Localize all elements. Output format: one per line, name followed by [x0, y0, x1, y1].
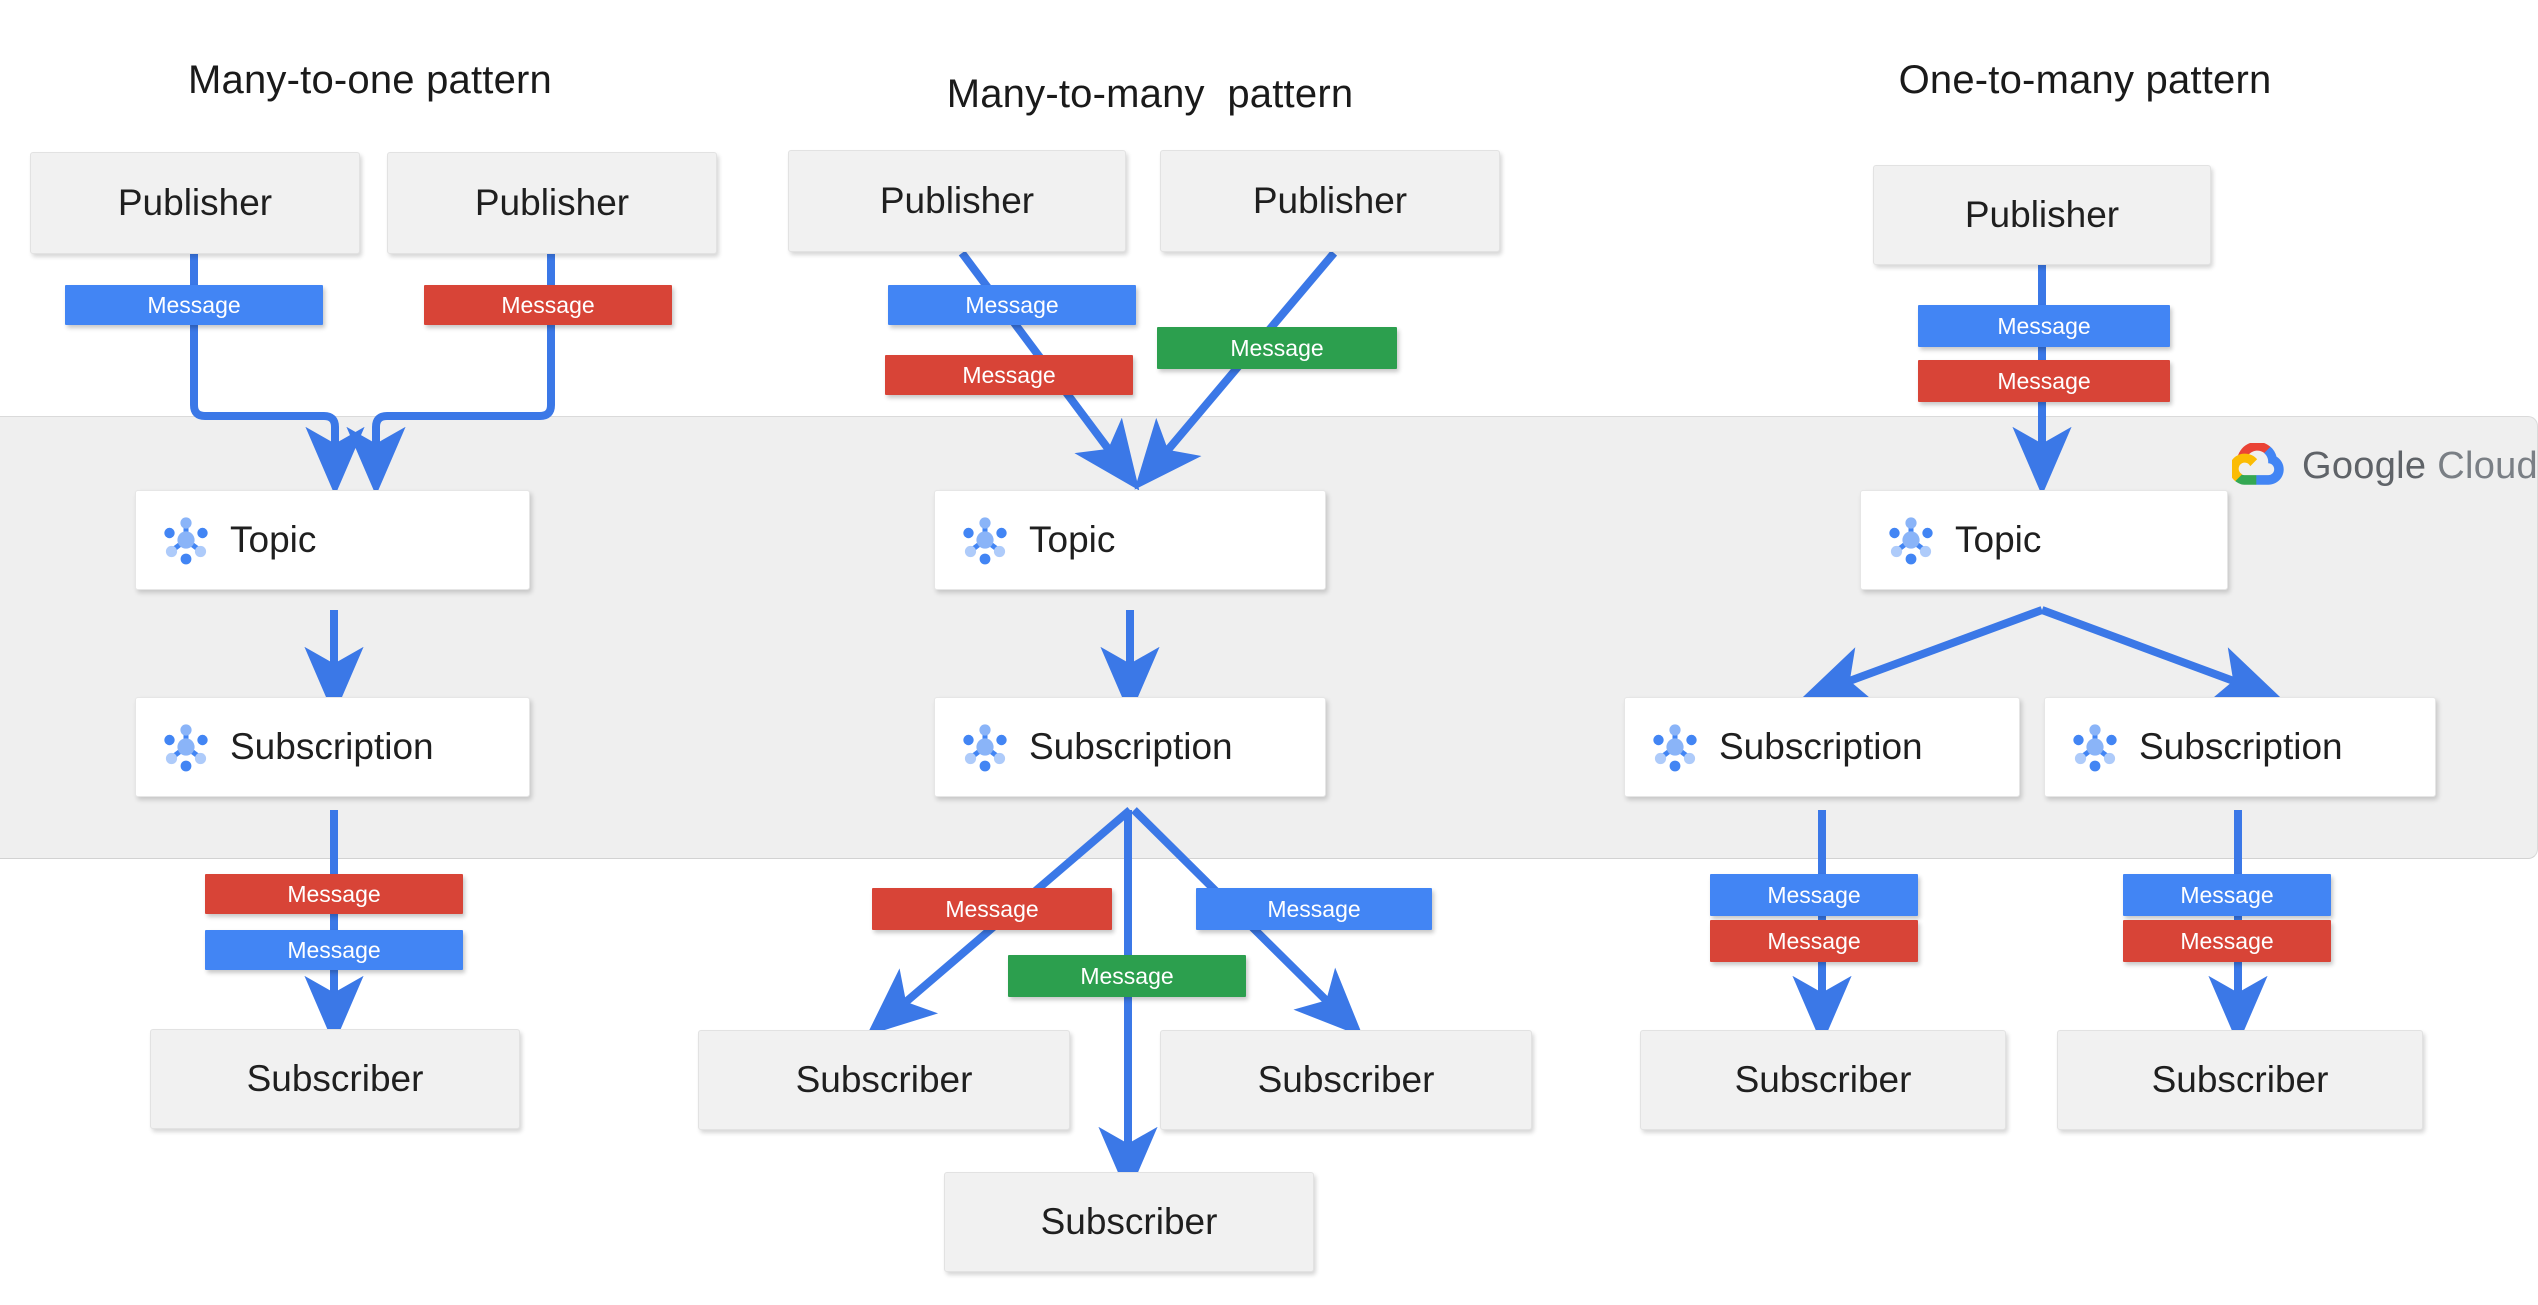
subscription-label: Subscription — [1029, 726, 1233, 767]
message-chip: Message — [1157, 327, 1397, 369]
topic-node[interactable]: Topic — [1860, 490, 2228, 590]
subscription-node[interactable]: Subscription — [1624, 697, 2020, 797]
subscriber-node[interactable]: Subscriber — [698, 1030, 1070, 1130]
subscriber-label: Subscriber — [1040, 1201, 1218, 1242]
subscriber-node[interactable]: Subscriber — [2057, 1030, 2423, 1130]
message-label: Message — [2180, 927, 2274, 954]
message-label: Message — [147, 291, 241, 318]
column-title-many-to-one: Many-to-one pattern — [188, 58, 552, 102]
publisher-node[interactable]: Publisher — [30, 152, 360, 254]
message-label: Message — [965, 291, 1059, 318]
subscription-node[interactable]: Subscription — [135, 697, 530, 797]
message-chip: Message — [65, 285, 323, 325]
pubsub-hub-icon — [2073, 724, 2117, 772]
brand-google: Google — [2302, 444, 2427, 487]
pubsub-hub-icon — [963, 517, 1007, 565]
subscription-label: Subscription — [1719, 726, 1923, 767]
publisher-node[interactable]: Publisher — [1160, 150, 1500, 252]
subscriber-label: Subscriber — [1257, 1059, 1435, 1100]
subscriber-node[interactable]: Subscriber — [150, 1029, 520, 1129]
message-label: Message — [962, 361, 1056, 388]
message-chip: Message — [205, 930, 463, 970]
message-label: Message — [1767, 881, 1861, 908]
message-label: Message — [1080, 962, 1174, 989]
topic-label: Topic — [230, 519, 317, 560]
pubsub-hub-icon — [164, 517, 208, 565]
message-chip: Message — [872, 888, 1112, 930]
message-label: Message — [2180, 881, 2274, 908]
column-title-one-to-many: One-to-many pattern — [1898, 58, 2272, 102]
subscriber-label: Subscriber — [246, 1058, 424, 1099]
message-chip: Message — [1196, 888, 1432, 930]
publisher-label: Publisher — [117, 182, 273, 223]
message-label: Message — [1230, 334, 1324, 361]
message-chip: Message — [1008, 955, 1246, 997]
publisher-node[interactable]: Publisher — [788, 150, 1126, 252]
message-label: Message — [1997, 367, 2091, 394]
message-label: Message — [1997, 312, 2091, 339]
brand-cloud: Cloud — [2437, 444, 2538, 487]
publisher-label: Publisher — [474, 182, 630, 223]
google-cloud-wordmark: Google Cloud — [2302, 445, 2538, 488]
pubsub-hub-icon — [1889, 517, 1933, 565]
google-cloud-logo: Google Cloud — [2232, 443, 2538, 489]
subscriber-label: Subscriber — [1734, 1059, 1912, 1100]
subscriber-node[interactable]: Subscriber — [1640, 1030, 2006, 1130]
pubsub-hub-icon — [963, 724, 1007, 772]
column-title-many-to-many: Many-to-many pattern — [946, 72, 1354, 116]
message-label: Message — [287, 936, 381, 963]
publisher-label: Publisher — [879, 180, 1035, 221]
message-label: Message — [501, 291, 595, 318]
message-chip: Message — [885, 355, 1133, 395]
message-label: Message — [1267, 895, 1361, 922]
message-chip: Message — [1918, 360, 2170, 402]
message-chip: Message — [888, 285, 1136, 325]
subscriber-node[interactable]: Subscriber — [944, 1172, 1314, 1272]
publisher-node[interactable]: Publisher — [387, 152, 717, 254]
subscription-node[interactable]: Subscription — [2044, 697, 2436, 797]
topic-label: Topic — [1029, 519, 1116, 560]
message-chip: Message — [1918, 305, 2170, 347]
message-chip: Message — [2123, 920, 2331, 962]
publisher-label: Publisher — [1964, 194, 2120, 235]
topic-label: Topic — [1955, 519, 2042, 560]
message-chip: Message — [205, 874, 463, 914]
subscription-label: Subscription — [230, 726, 434, 767]
message-label: Message — [287, 880, 381, 907]
topic-node[interactable]: Topic — [135, 490, 530, 590]
message-label: Message — [1767, 927, 1861, 954]
subscription-label: Subscription — [2139, 726, 2343, 767]
publisher-node[interactable]: Publisher — [1873, 165, 2211, 265]
publisher-label: Publisher — [1252, 180, 1408, 221]
pubsub-hub-icon — [164, 724, 208, 772]
pubsub-hub-icon — [1653, 724, 1697, 772]
message-chip: Message — [1710, 874, 1918, 916]
message-label: Message — [945, 895, 1039, 922]
subscription-node[interactable]: Subscription — [934, 697, 1326, 797]
google-cloud-cloud-icon — [2232, 443, 2284, 485]
message-chip: Message — [2123, 874, 2331, 916]
subscriber-label: Subscriber — [2151, 1059, 2329, 1100]
subscriber-node[interactable]: Subscriber — [1160, 1030, 1532, 1130]
message-chip: Message — [424, 285, 672, 325]
topic-node[interactable]: Topic — [934, 490, 1326, 590]
message-chip: Message — [1710, 920, 1918, 962]
subscriber-label: Subscriber — [795, 1059, 973, 1100]
